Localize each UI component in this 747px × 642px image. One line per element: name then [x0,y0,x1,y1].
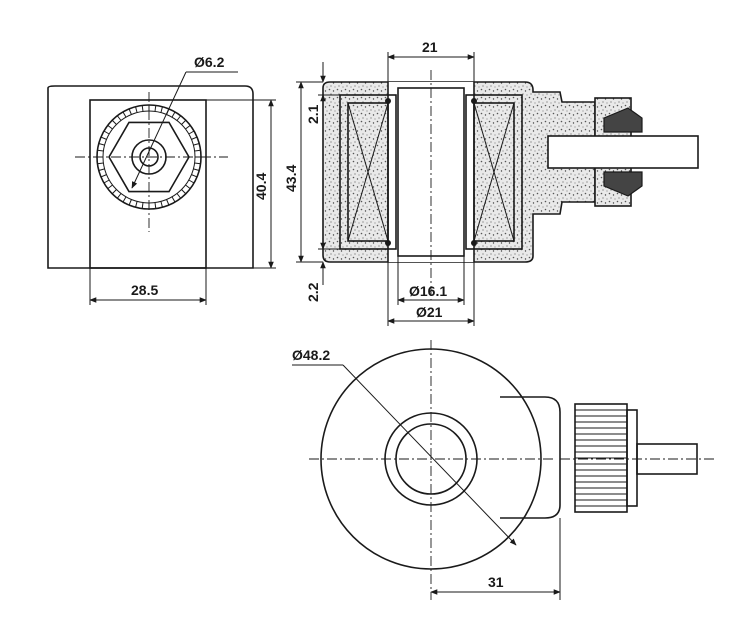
dim-center-to-connector: 31 [488,574,504,590]
dim-bore-dia: Ø16.1 [409,283,447,299]
dim-hex-nut-dia: Ø6.2 [194,54,225,70]
dim-front-width: 28.5 [131,282,158,298]
section-view: 21 43.4 2.1 2.2 Ø16.1 Ø21 [283,39,699,326]
coil-winding-left [339,94,397,250]
dim-top-offset: 2.1 [305,104,321,124]
coil-winding-right [465,94,523,250]
dim-front-height: 40.4 [253,173,269,200]
knurled-connector-cap [574,403,638,513]
cable-gland [547,97,699,207]
dim-section-height: 43.4 [283,165,299,192]
top-view: Ø48.2 31 [292,340,715,600]
dim-outer-bore-dia: Ø21 [416,304,443,320]
hex-nut [108,121,190,193]
dim-bottom-offset: 2.2 [305,282,321,302]
dim-top-width: 21 [422,39,438,55]
front-view: Ø6.2 28.5 40.4 [47,54,276,305]
dim-coil-dia: Ø48.2 [292,347,330,363]
